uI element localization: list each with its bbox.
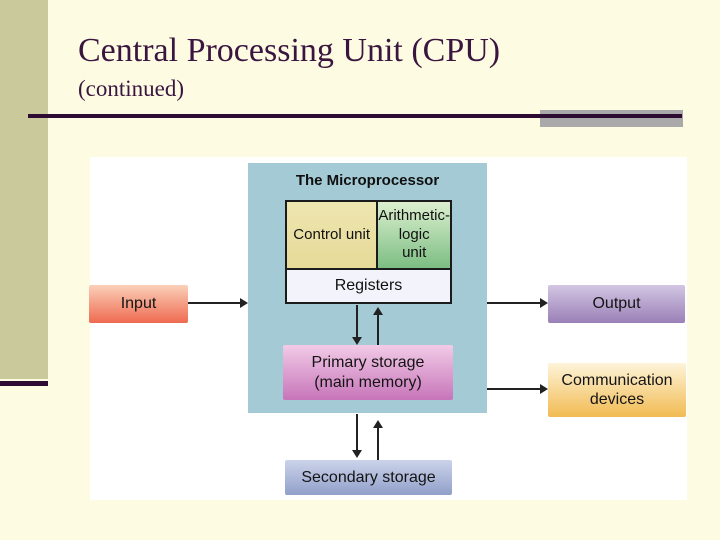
secondary-storage-label: Secondary storage [301,468,436,486]
arrow-secondary-to-primary [373,420,383,460]
output-label: Output [592,295,641,313]
input-box: Input [89,285,188,323]
arrow-cpu-to-output [487,298,548,308]
primary-storage-label-line2: (main memory) [314,373,422,391]
slide-subtitle: (continued) [78,76,185,101]
alu-box: Arithmetic- logic unit [378,202,450,268]
control-unit-box: Control unit [287,202,379,268]
primary-storage-label-line1: Primary storage [311,354,425,372]
output-box: Output [548,285,685,323]
alu-label-line1: Arithmetic- [378,206,450,224]
communication-label-line2: devices [589,391,645,408]
communication-devices-box: Communication devices [548,363,686,417]
communication-label-line1: Communication [561,371,673,389]
alu-label-line2: logic [398,225,430,243]
title-rule-gray-accent [540,110,683,127]
slide-title: Central Processing Unit (CPU) [78,32,501,69]
title-rule [28,114,682,118]
arrow-registers-to-primary [352,305,362,345]
alu-label-line3: unit [402,244,427,262]
arrow-cpu-to-communication [487,384,548,394]
input-label: Input [120,295,157,313]
arrow-input-to-cpu [188,298,248,308]
left-accent-underline [0,381,48,386]
left-accent-bar [0,0,48,379]
registers-label: Registers [334,277,403,294]
registers-box: Registers [287,268,450,302]
primary-storage-box: Primary storage (main memory) [283,345,453,400]
arrow-primary-to-registers [373,307,383,345]
control-unit-label: Control unit [293,225,371,243]
microprocessor-heading: The Microprocessor [295,172,440,189]
secondary-storage-box: Secondary storage [285,460,452,495]
arrow-primary-to-secondary [352,414,362,458]
cpu-internal-grid: Control unit Arithmetic- logic unit Regi… [285,200,452,304]
